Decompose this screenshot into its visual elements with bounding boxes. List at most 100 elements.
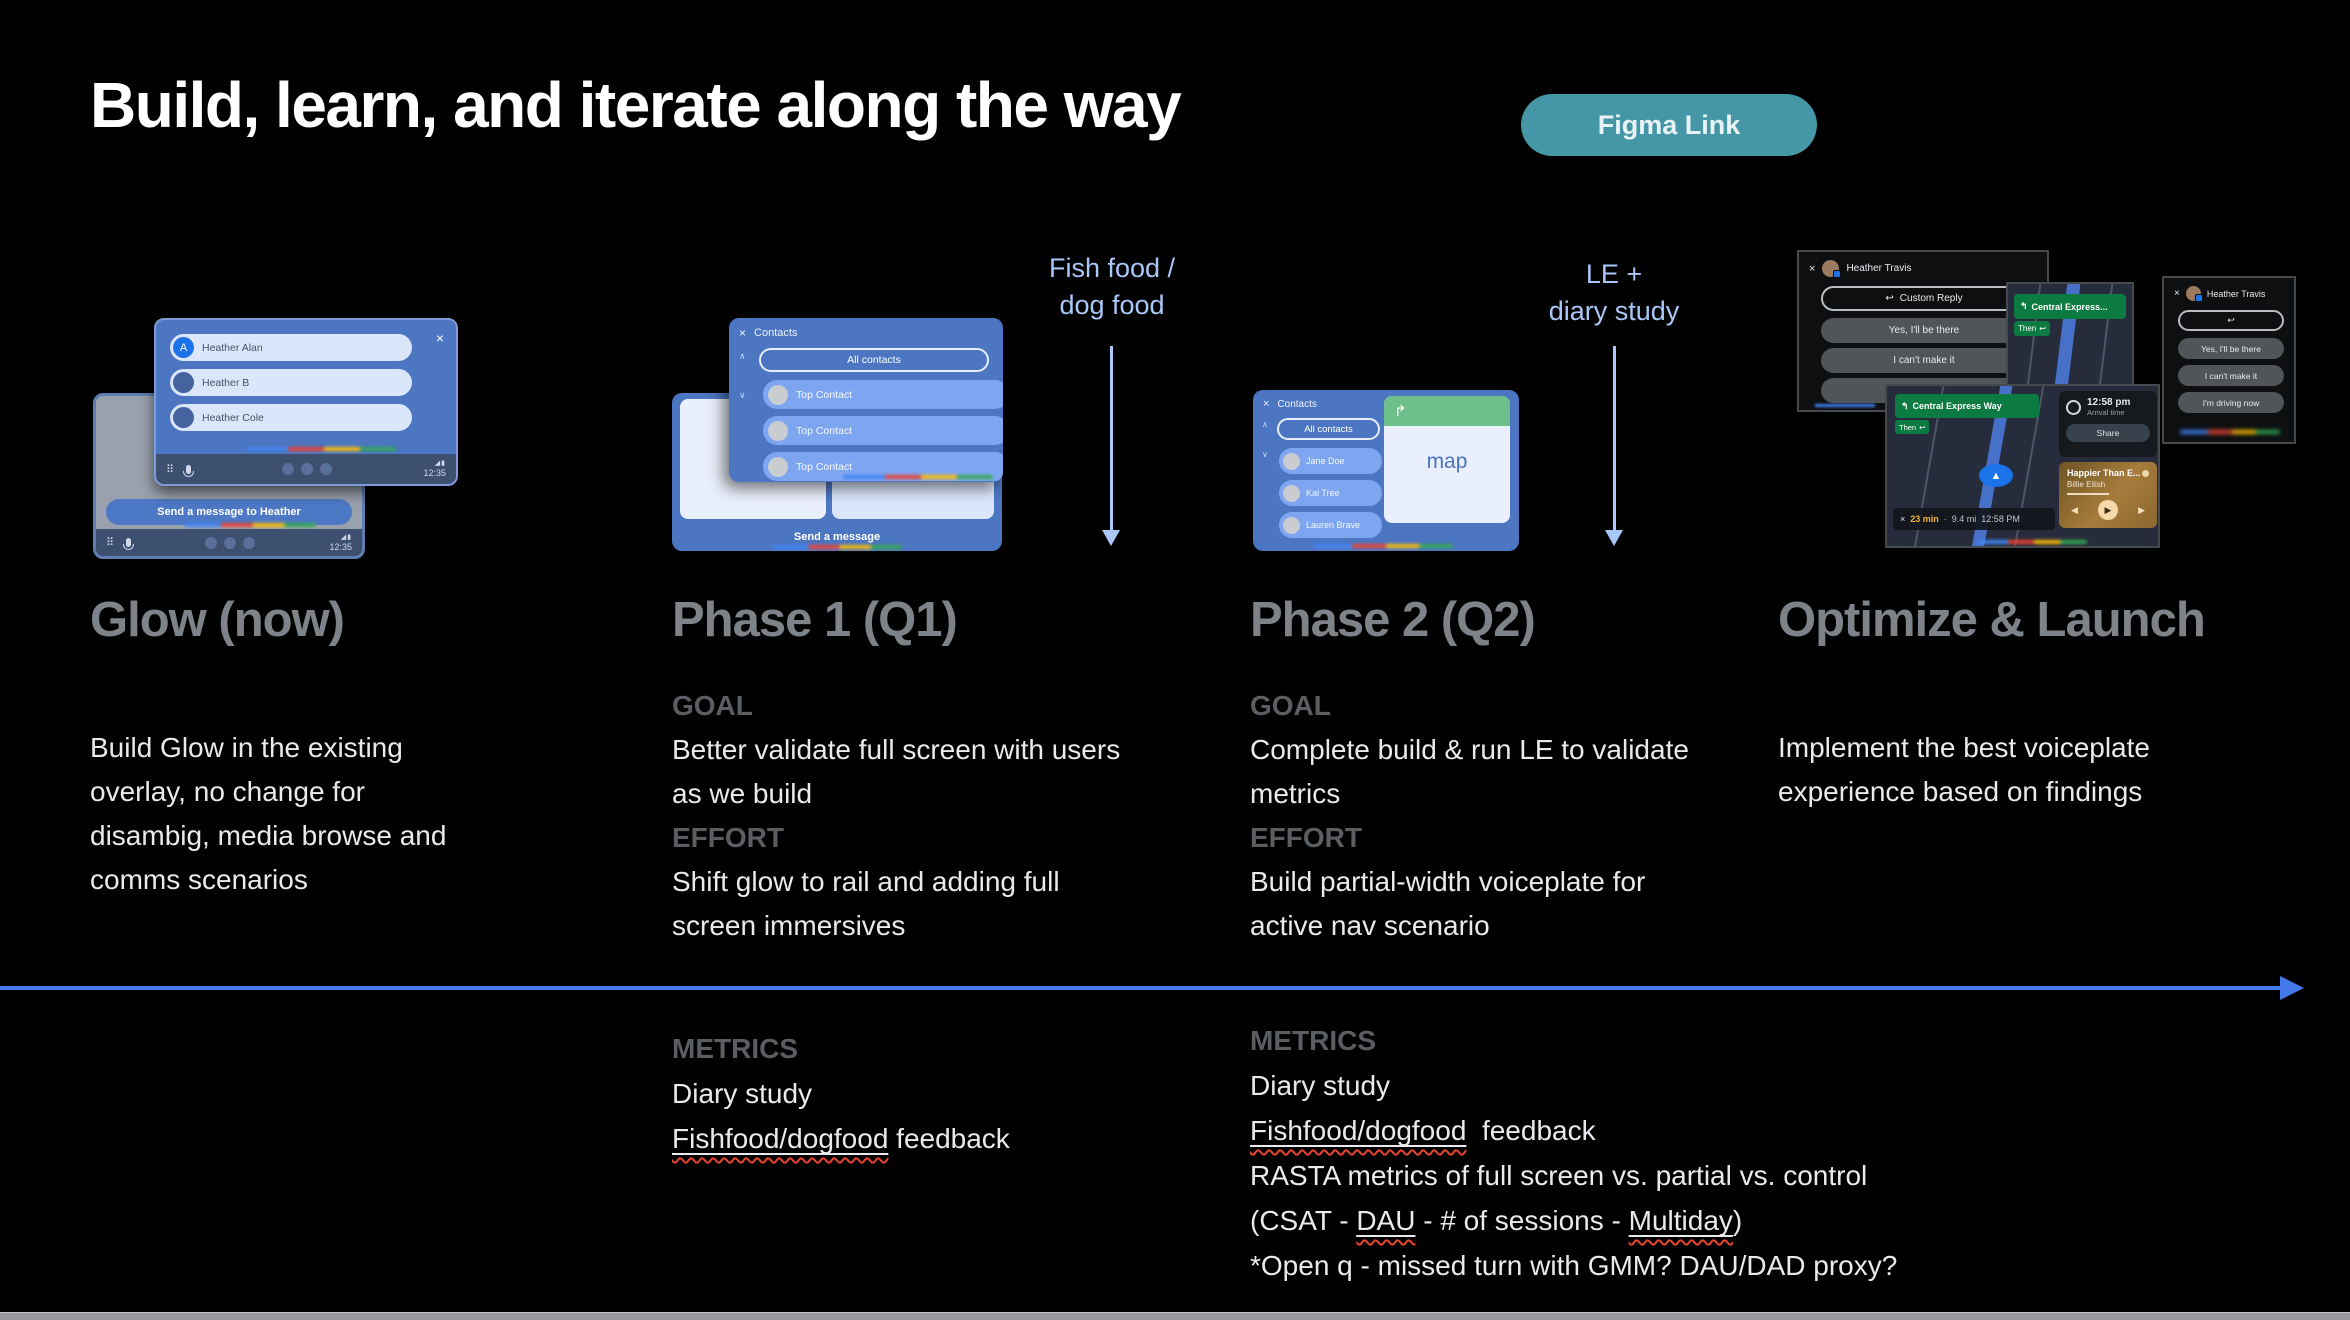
assistant-rainbow-glow (1313, 544, 1453, 548)
timeline-arrow-head (2280, 976, 2304, 1000)
contact-row: A Heather Alan (170, 334, 412, 361)
assistant-rainbow-glow (2180, 430, 2280, 434)
custom-reply-button: ↩ (2178, 310, 2284, 331)
contact-name: Heather Travis (2206, 288, 2266, 299)
metrics-label: METRICS (1250, 1025, 1376, 1056)
then-label: Then (2018, 324, 2037, 333)
close-icon: × (2174, 288, 2180, 299)
assistant-rainbow-glow (772, 545, 902, 549)
battery-icon: ▮ (441, 460, 446, 467)
track-artist: Billie Eilish (2067, 480, 2106, 489)
contact-name: Top Contact (796, 388, 853, 401)
recent-apps-buttons (205, 536, 256, 549)
status-cluster: ◢▮ 12:35 (329, 534, 352, 552)
quick-reply-button: Yes, I'll be there (1821, 318, 2027, 343)
mic-icon (183, 464, 195, 477)
contact-row: Heather Cole (170, 404, 412, 431)
timeline-arrow (0, 986, 2282, 990)
avatar (768, 456, 788, 477)
close-icon: × (1900, 514, 1906, 524)
avatar (1283, 484, 1300, 502)
optimize-collage: × Heather Travis ↩ Custom Reply Yes, I'l… (1797, 248, 2302, 550)
nav-status-bar: × 23 min · 9.4 mi 12:58 PM (1893, 508, 2055, 530)
avatar: A (173, 337, 194, 358)
app-grid-icon: ⠿ (166, 463, 175, 476)
avatar (1283, 516, 1300, 534)
app-grid-icon: ⠿ (106, 537, 115, 549)
phase1-metrics-block: METRICS Diary study Fishfood/dogfood fee… (672, 1026, 1010, 1161)
goal-text: Complete build & run LE to validate metr… (1250, 734, 1689, 809)
mic-icon (123, 538, 135, 550)
map-placeholder-label: map (1426, 450, 1468, 473)
turn-icon: ↩ (1919, 422, 1926, 432)
phase1-thumbnail: Send a message × Contacts ∧ ∨ All contac… (672, 318, 1004, 554)
turn-icon: ↰ (2020, 301, 2028, 311)
avatar (173, 407, 194, 428)
panel-title: Contacts (1277, 398, 1317, 410)
status-cluster: ◢▮ 12:35 (423, 460, 446, 478)
all-contacts-filter: All contacts (759, 348, 989, 372)
then-label: Then (1899, 422, 1917, 432)
close-icon: × (1809, 262, 1816, 275)
assistant-rainbow-glow (246, 447, 396, 451)
nav-street-label: Central Express Way (1912, 401, 2002, 411)
arrival-time: 12:58 pm (2087, 397, 2131, 408)
contact-name: Heather Alan (202, 341, 263, 354)
figma-link-button[interactable]: Figma Link (1521, 94, 1817, 156)
assistant-rainbow-glow (843, 475, 993, 479)
quick-reply-button: Yes, I'll be there (2178, 338, 2284, 359)
contact-row: Top Contact (763, 380, 1003, 409)
chevron-down-icon: ∨ (739, 390, 746, 400)
share-button: Share (2066, 424, 2150, 442)
contact-name: Lauren Brave (1306, 520, 1361, 530)
contact-row: Kal Tree (1279, 480, 1382, 506)
vertical-arrow (1613, 346, 1616, 532)
contact-name: Top Contact (796, 460, 853, 473)
avatar (2185, 286, 2203, 302)
contact-name: Top Contact (796, 424, 853, 437)
phase2-metrics-block: METRICS Diary study Fishfood/dogfood fee… (1250, 1018, 1897, 1288)
media-card: Happier Than E... Billie Eilish ◀ ▶ ▶ (2059, 462, 2157, 528)
signal-icon: ◢ (434, 460, 442, 467)
distance-label: 9.4 mi (1951, 514, 1977, 524)
separator: · (1943, 514, 1947, 524)
contact-name: Heather B (202, 376, 250, 389)
contact-name: Kal Tree (1306, 488, 1340, 498)
metric-line: *Open q - missed turn with GMM? DAU/DAD … (1250, 1250, 1898, 1281)
nav-street-label: Central Express... (2031, 301, 2108, 312)
contact-row: Lauren Brave (1279, 512, 1382, 538)
music-badge-icon (2142, 469, 2149, 477)
glow-send-message-bar: Send a message to Heather (106, 499, 352, 525)
window-edge-strip (0, 1312, 2350, 1320)
clock-icon (2066, 399, 2081, 415)
chevron-down-icon: ∨ (1262, 450, 1268, 459)
avatar (173, 372, 194, 393)
goal-label: GOAL (1250, 690, 1331, 721)
column-heading-phase2: Phase 2 (Q2) (1250, 593, 1536, 647)
map-preview-card: ↱ map (1384, 396, 1510, 523)
clock-time: 12:35 (423, 468, 446, 478)
effort-text: Build partial-width voiceplate for activ… (1250, 866, 1646, 941)
avatar (1283, 452, 1300, 470)
progress-bar (2067, 493, 2109, 495)
panel-title: Contacts (754, 327, 798, 339)
glow-description: Build Glow in the existing overlay, no c… (90, 732, 447, 895)
metric-line: RASTA metrics of full screen vs. partial… (1250, 1160, 1868, 1191)
next-track-icon: ▶ (2138, 504, 2145, 515)
metric-line: (CSAT - DAU - # of sessions - Multiday) (1250, 1205, 1743, 1236)
car-system-bar: ⠿ ◢▮ 12:35 (156, 454, 456, 484)
contact-name: Heather Travis (1846, 263, 1912, 274)
car-system-bar: ⠿ ◢▮ 12:35 (96, 529, 362, 556)
previous-track-icon: ◀ (2071, 504, 2078, 515)
metric-line: Fishfood/dogfood feedback (672, 1123, 1010, 1154)
arrow-label-le-diary-study: LE + diary study (1548, 259, 1680, 326)
assistant-rainbow-glow (1977, 540, 2087, 544)
column-heading-glow: Glow (now) (90, 593, 345, 647)
reply-icon: ↩ (2227, 315, 2235, 325)
signal-icon: ◢ (340, 533, 348, 541)
effort-label: EFFORT (672, 822, 784, 853)
contact-name: Heather Cole (202, 411, 264, 424)
metric-line: Diary study (672, 1078, 813, 1109)
assistant-glow (1815, 404, 1875, 407)
